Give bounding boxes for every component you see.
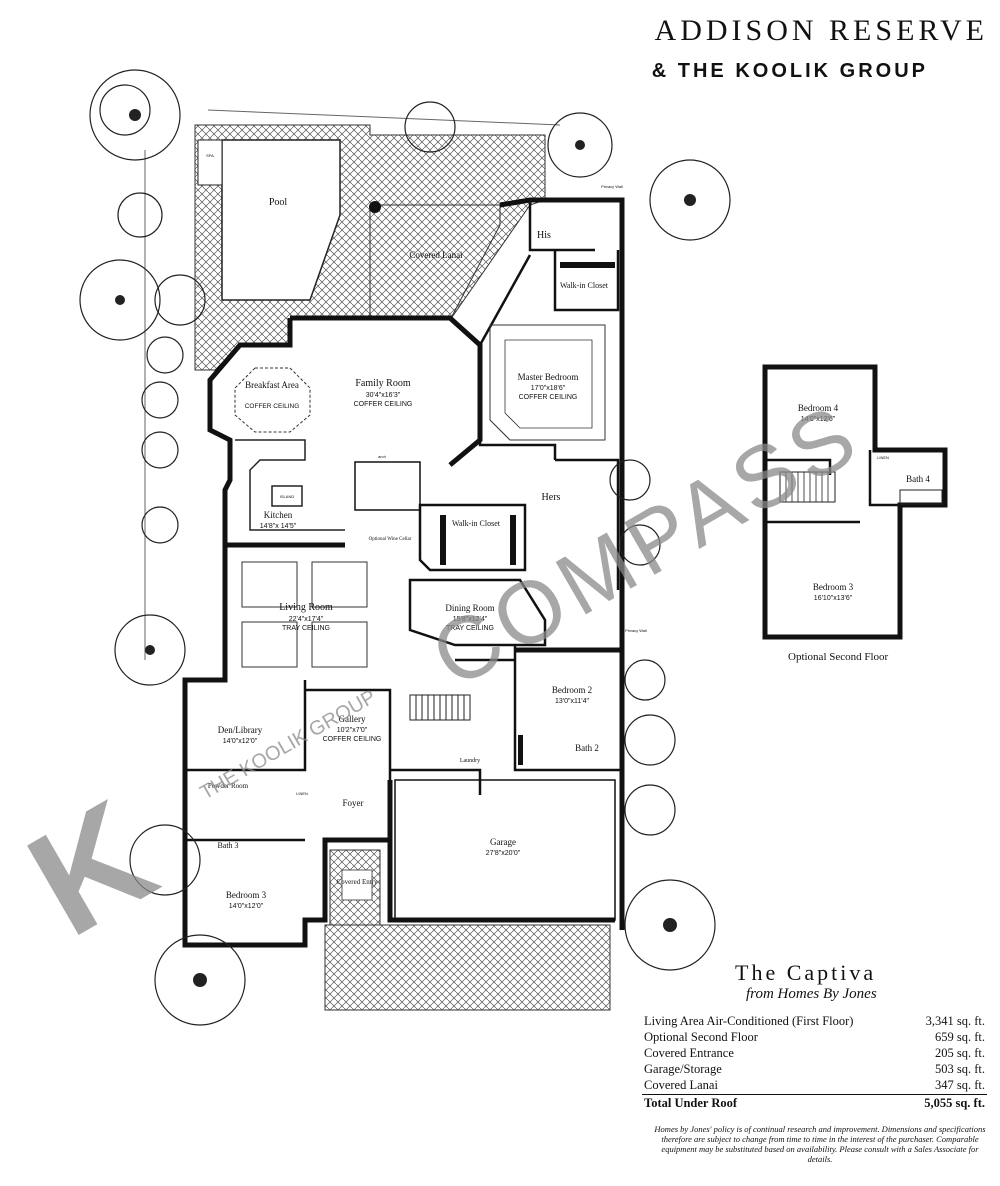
bedroom3-dim: 14'0"x12'0"	[229, 903, 264, 910]
bath3-label: Bath 3	[217, 841, 238, 850]
pool	[221, 139, 341, 301]
koolik-text-watermark: THE KOOLIK GROUP	[197, 686, 380, 805]
spa-label: SPA	[206, 153, 214, 158]
gallery-dim: 10'2"x7'0"	[337, 727, 368, 734]
entry-label-box	[341, 869, 373, 901]
privacy-wall-label-2: Privacy Wall	[625, 628, 647, 633]
group-subtitle: & THE KOOLIK GROUP	[651, 60, 928, 82]
garage-dim: 27'8"x20'0"	[486, 850, 521, 857]
sf-linen-label: LINEN	[877, 455, 889, 460]
bath2-label: Bath 2	[575, 743, 599, 753]
breakfast-ceiling: COFFER CEILING	[245, 403, 300, 410]
sf-bedroom4-label: Bedroom 4	[798, 403, 839, 413]
pool-label: Pool	[269, 197, 288, 208]
sf-bath4-label: Bath 4	[906, 474, 930, 484]
dining-label: Dining Room	[445, 603, 494, 613]
builder-name: from Homes By Jones	[746, 986, 877, 1002]
his-label: His	[537, 230, 551, 241]
master-label: Master Bedroom	[518, 372, 579, 382]
bedroom3-label: Bedroom 3	[226, 890, 267, 900]
master-ceiling: COFFER CEILING	[519, 394, 578, 401]
breakfast-label: Breakfast Area	[245, 380, 299, 390]
second-floor-caption: Optional Second Floor	[788, 651, 889, 663]
entry-label: Covered Entry	[336, 878, 378, 886]
living-label: Living Room	[279, 602, 333, 613]
family-dim: 30'4"x16'3"	[366, 392, 401, 399]
garage	[394, 779, 616, 921]
arch-label: arch	[378, 454, 386, 459]
community-title: ADDISON RESERVE	[654, 14, 988, 47]
bedroom2-label: Bedroom 2	[552, 685, 592, 695]
breakfast-coffer	[234, 367, 311, 433]
covered-lanai	[369, 204, 501, 321]
den-dim: 14'0"x12'0"	[223, 738, 258, 745]
master-coffer	[489, 324, 606, 441]
property-line	[144, 109, 561, 660]
driveway	[324, 924, 611, 1011]
laundry-label: Laundry	[460, 758, 480, 764]
spa	[197, 139, 223, 186]
master-coffer-inner	[504, 339, 593, 429]
dining-ceiling: TRAY CEILING	[446, 625, 494, 632]
lanai-column	[369, 201, 381, 213]
landscaping	[79, 69, 731, 1026]
sf-bedroom3-label: Bedroom 3	[813, 582, 854, 592]
wine-label: Optional Wine Cellar	[369, 537, 412, 542]
family-label: Family Room	[355, 378, 411, 389]
powder-label: Powder Room	[208, 782, 249, 790]
linen-label: LINEN	[296, 791, 308, 796]
garage-label: Garage	[490, 837, 516, 847]
disclaimer: Homes by Jones' policy is of continual r…	[654, 1124, 986, 1164]
stairs	[409, 694, 471, 721]
living-ceiling: TRAY CEILING	[282, 625, 330, 632]
closet-shelves	[440, 262, 615, 765]
gallery-label: Gallery	[339, 714, 366, 724]
lanai-label: Covered Lanai	[409, 250, 463, 260]
living-dim: 22'4"x17'4"	[289, 616, 324, 623]
island-label: ISLAND	[280, 494, 295, 499]
living-tray	[241, 561, 368, 668]
second-floor	[762, 364, 948, 640]
model-name: The Captiva	[735, 960, 877, 985]
walkin-hers-label: Walk-in Closet	[452, 519, 501, 528]
gallery-ceiling: COFFER CEILING	[323, 736, 382, 743]
family-ceiling: COFFER CEILING	[354, 401, 413, 408]
area-table: Living Area Air-Conditioned (First Floor…	[642, 1014, 987, 1112]
tree-texture	[115, 109, 696, 987]
bedroom2-dim: 13'0"x11'4"	[555, 698, 589, 705]
master-dim: 17'0"x18'6"	[531, 385, 566, 392]
den-label: Den/Library	[218, 725, 263, 735]
interior-walls	[185, 200, 622, 842]
dining-dim: 15'8"x12'4"	[453, 616, 488, 623]
kitchen-island	[271, 485, 303, 507]
kitchen-dim: 14'8"x 14'5"	[260, 523, 297, 530]
foyer-label: Foyer	[343, 798, 364, 808]
privacy-wall-label: Privacy Wall	[601, 184, 623, 189]
area-row: Living Area Air-Conditioned (First Floor…	[644, 1014, 985, 1028]
sf-bedroom4-dim: 14'0"x12'6"	[801, 416, 836, 423]
kitchen-counter	[235, 439, 345, 531]
hers-label: Hers	[542, 492, 561, 503]
kitchen-label: Kitchen	[264, 510, 293, 520]
walkin-his-label: Walk-in Closet	[560, 281, 609, 290]
koolik-k-watermark: K	[2, 768, 180, 968]
sf-bedroom3-dim: 16'10"x13'6"	[814, 595, 853, 602]
family-arch-frame	[354, 461, 421, 511]
